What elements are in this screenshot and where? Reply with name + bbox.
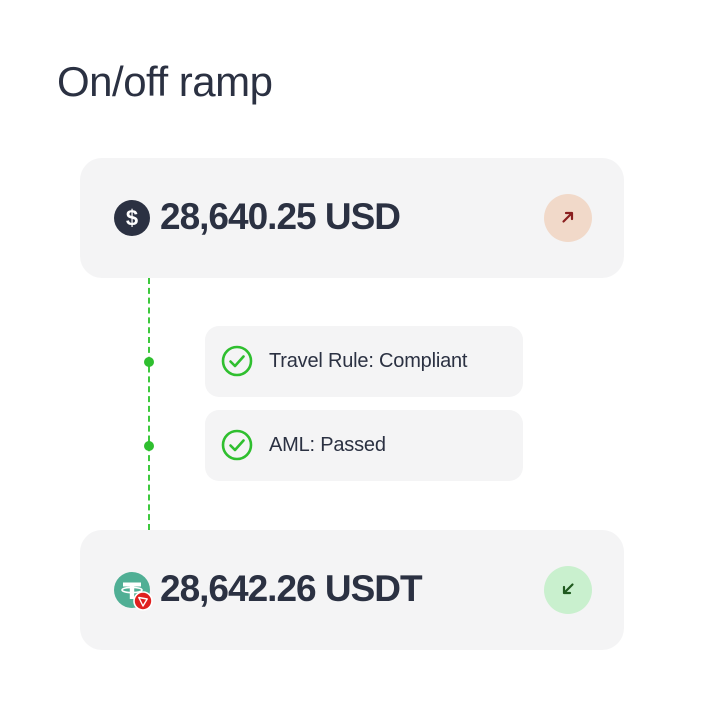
incoming-direction-button[interactable] <box>544 566 592 614</box>
check-circle-icon <box>221 345 253 377</box>
dollar-coin-icon: $ <box>114 200 150 236</box>
source-amount: 28,640.25 USD <box>160 196 401 237</box>
aml-check: AML: Passed <box>205 410 523 481</box>
destination-amount: 28,642.26 USDT <box>160 568 423 609</box>
outgoing-direction-button[interactable] <box>544 194 592 242</box>
page-title: On/off ramp <box>57 58 273 105</box>
check-label: AML: Passed <box>269 434 386 456</box>
travel-rule-check: Travel Rule: Compliant <box>205 326 523 397</box>
flow-step-dot <box>144 357 154 367</box>
check-circle-icon <box>221 429 253 461</box>
flow-connector-line <box>148 278 150 530</box>
tether-tron-icon <box>114 572 153 611</box>
flow-step-dot <box>144 441 154 451</box>
check-label: Travel Rule: Compliant <box>269 350 468 372</box>
svg-text:$: $ <box>126 206 138 231</box>
source-amount-card: $ 28,640.25 USD <box>80 158 624 278</box>
destination-amount-card: 28,642.26 USDT <box>80 530 624 650</box>
arrow-up-right-icon <box>560 209 576 228</box>
arrow-down-left-icon <box>560 581 576 600</box>
